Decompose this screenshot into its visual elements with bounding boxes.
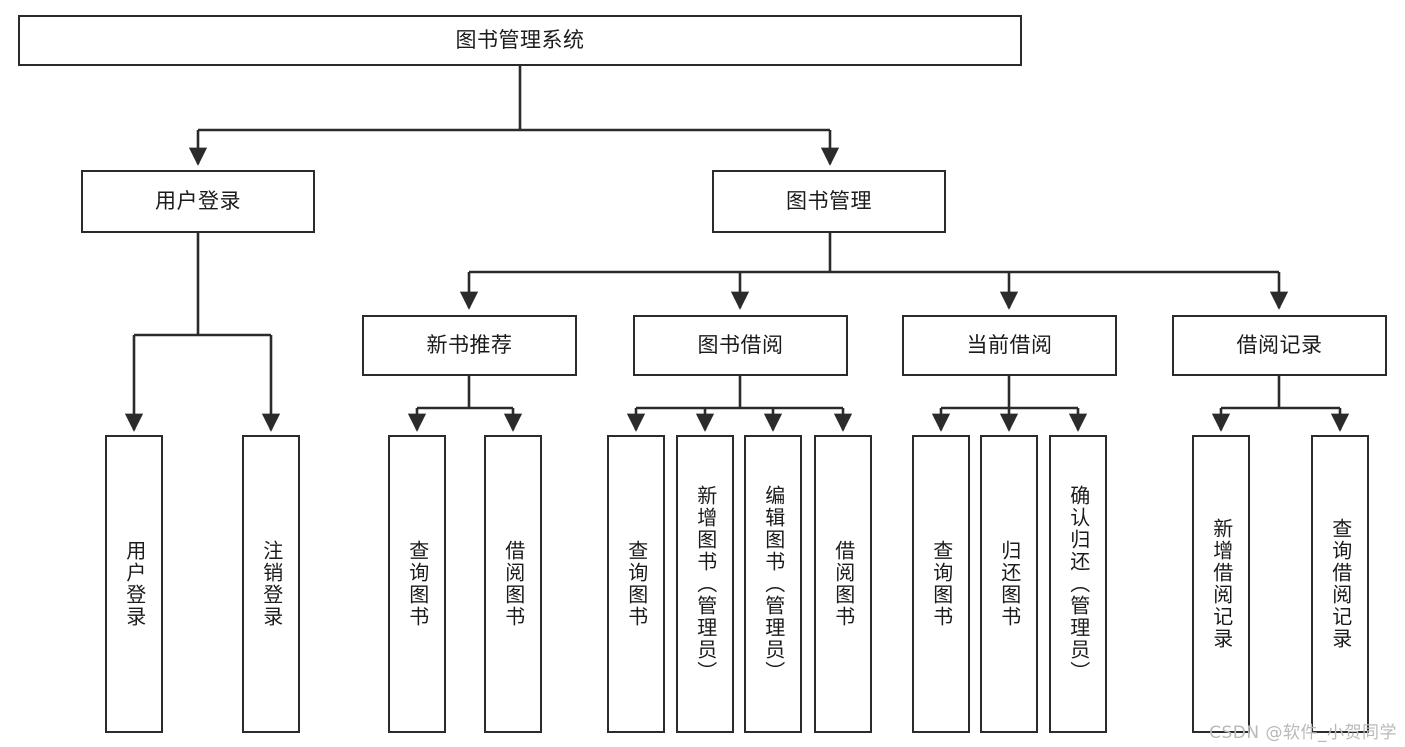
node-leaf-query-record-label: 查询借阅记录 xyxy=(1328,518,1353,650)
node-leaf-user-logout-label: 注销登录 xyxy=(259,540,284,628)
node-borrow-record[interactable]: 借阅记录 xyxy=(1172,315,1387,376)
node-leaf-add-book[interactable]: 新增图书（管理员） xyxy=(676,435,734,733)
node-book-borrow-label: 图书借阅 xyxy=(697,333,784,358)
node-borrow-record-label: 借阅记录 xyxy=(1236,333,1323,358)
node-user-login-label: 用户登录 xyxy=(155,189,241,214)
node-book-manage[interactable]: 图书管理 xyxy=(712,170,946,233)
node-leaf-user-logout[interactable]: 注销登录 xyxy=(242,435,300,733)
csdn-watermark: CSDN @软件_小贺同学 xyxy=(1209,723,1397,743)
node-leaf-return-book[interactable]: 归还图书 xyxy=(980,435,1038,733)
node-leaf-add-record-label: 新增借阅记录 xyxy=(1209,518,1234,650)
node-leaf-query-book-3-label: 查询图书 xyxy=(929,540,954,628)
node-leaf-confirm-return-label: 确认归还（管理员） xyxy=(1066,485,1091,683)
node-leaf-borrow-book-1[interactable]: 借阅图书 xyxy=(484,435,542,733)
node-root-label: 图书管理系统 xyxy=(455,28,585,53)
node-user-login[interactable]: 用户登录 xyxy=(81,170,315,233)
node-leaf-edit-book-label: 编辑图书（管理员） xyxy=(761,485,786,683)
node-leaf-confirm-return[interactable]: 确认归还（管理员） xyxy=(1049,435,1107,733)
node-leaf-query-book-1[interactable]: 查询图书 xyxy=(388,435,446,733)
node-current-borrow[interactable]: 当前借阅 xyxy=(902,315,1117,376)
node-leaf-add-record[interactable]: 新增借阅记录 xyxy=(1192,435,1250,733)
node-book-borrow[interactable]: 图书借阅 xyxy=(633,315,848,376)
node-new-book-rec-label: 新书推荐 xyxy=(426,333,513,358)
node-current-borrow-label: 当前借阅 xyxy=(966,333,1053,358)
node-leaf-user-login[interactable]: 用户登录 xyxy=(105,435,163,733)
node-leaf-user-login-label: 用户登录 xyxy=(122,540,147,628)
node-new-book-rec[interactable]: 新书推荐 xyxy=(362,315,577,376)
node-leaf-edit-book[interactable]: 编辑图书（管理员） xyxy=(744,435,802,733)
node-leaf-query-record[interactable]: 查询借阅记录 xyxy=(1311,435,1369,733)
node-leaf-borrow-book-1-label: 借阅图书 xyxy=(501,540,526,628)
node-leaf-query-book-2[interactable]: 查询图书 xyxy=(607,435,665,733)
node-leaf-borrow-book-2-label: 借阅图书 xyxy=(831,540,856,628)
node-book-manage-label: 图书管理 xyxy=(786,189,872,214)
node-leaf-borrow-book-2[interactable]: 借阅图书 xyxy=(814,435,872,733)
node-leaf-return-book-label: 归还图书 xyxy=(997,540,1022,628)
node-leaf-query-book-3[interactable]: 查询图书 xyxy=(912,435,970,733)
node-root[interactable]: 图书管理系统 xyxy=(18,15,1022,66)
node-leaf-query-book-2-label: 查询图书 xyxy=(624,540,649,628)
node-leaf-query-book-1-label: 查询图书 xyxy=(405,540,430,628)
node-leaf-add-book-label: 新增图书（管理员） xyxy=(693,485,718,683)
